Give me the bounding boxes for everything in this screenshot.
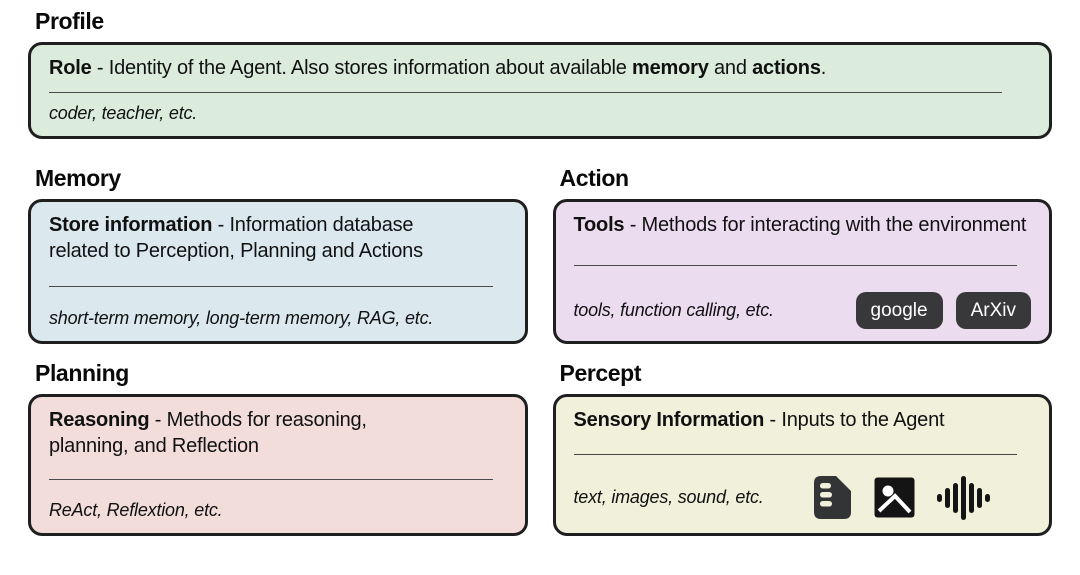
section-action: Action Tools - Methods for interacting w… <box>552 165 1052 344</box>
section-title-planning: Planning <box>35 360 129 386</box>
section-planning: Planning Reasoning - Methods for reasoni… <box>28 360 528 536</box>
planning-description: Reasoning - Methods for reasoning, plann… <box>49 409 367 458</box>
action-examples-row: tools, function calling, etc. google ArX… <box>573 291 1031 329</box>
section-memory: Memory Store information - Information d… <box>28 165 528 344</box>
action-tool-chips: google ArXiv <box>855 291 1031 329</box>
profile-description: Role - Identity of the Agent. Also store… <box>49 57 827 79</box>
memory-card: Store information - Information database… <box>28 199 528 344</box>
section-title-action: Action <box>559 165 630 191</box>
action-card: Tools - Methods for interacting with the… <box>552 199 1052 344</box>
memory-description: Store information - Information database… <box>49 214 423 263</box>
agent-components-diagram: Profile Role - Identity of the Agent. Al… <box>28 8 1052 536</box>
memory-examples: short-term memory, long-term memory, RAG… <box>49 308 434 328</box>
profile-divider <box>49 91 1002 93</box>
planning-divider <box>49 479 493 481</box>
percept-divider <box>573 453 1018 455</box>
planning-examples: ReAct, Reflextion, etc. <box>49 500 223 520</box>
profile-card: Role - Identity of the Agent. Also store… <box>28 42 1052 139</box>
section-title-profile: Profile <box>35 8 104 34</box>
document-icon <box>811 475 852 520</box>
percept-examples: text, images, sound, etc. <box>573 487 764 508</box>
section-percept: Percept Sensory Information - Inputs to … <box>552 360 1052 536</box>
section-title-percept: Percept <box>559 360 642 386</box>
component-grid: Memory Store information - Information d… <box>28 165 1052 536</box>
waveform-icon <box>937 475 991 521</box>
memory-divider <box>49 285 493 287</box>
image-icon <box>874 477 915 518</box>
percept-card: Sensory Information - Inputs to the Agen… <box>552 394 1052 536</box>
arxiv-tool-chip: ArXiv <box>955 291 1031 329</box>
percept-examples-row: text, images, sound, etc. <box>574 475 1032 521</box>
planning-card: Reasoning - Methods for reasoning, plann… <box>28 394 528 536</box>
percept-description: Sensory Information - Inputs to the Agen… <box>573 409 945 431</box>
percept-icons <box>811 475 991 521</box>
section-title-memory: Memory <box>35 165 121 191</box>
section-profile: Profile Role - Identity of the Agent. Al… <box>28 8 1052 139</box>
profile-examples: coder, teacher, etc. <box>49 102 198 123</box>
google-tool-chip: google <box>855 291 943 329</box>
action-examples: tools, function calling, etc. <box>573 299 775 320</box>
action-divider <box>573 264 1018 266</box>
action-description: Tools - Methods for interacting with the… <box>573 214 1027 236</box>
